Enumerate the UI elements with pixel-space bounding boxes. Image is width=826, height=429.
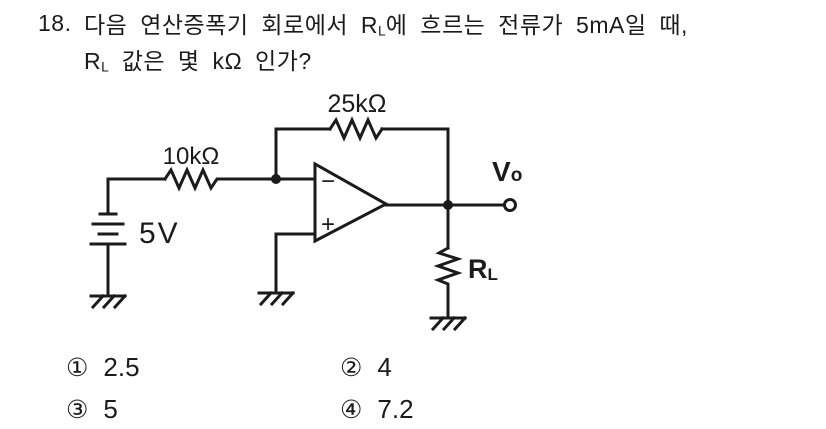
noninverting-input-sign: +: [321, 211, 335, 238]
opamp-triangle: [313, 161, 390, 244]
option-4: ④ 7.2: [340, 394, 414, 425]
option-1-marker: ①: [66, 354, 89, 382]
option-3-marker: ③: [66, 396, 89, 424]
load-resistor-symbol: [433, 245, 463, 288]
inverting-input-sign: −: [321, 168, 335, 195]
question-block: 18. 다음 연산증폭기 회로에서 RL에 흐르는 전류가 5mA일 때, RL…: [38, 10, 688, 83]
output-terminal: [503, 198, 517, 212]
source-voltage-label: 5V: [139, 217, 180, 250]
battery-symbol: [89, 212, 127, 246]
question-line-2: RL 값은 몇 kΩ 인가?: [84, 48, 312, 75]
option-4-label: 7.2: [377, 394, 414, 424]
option-2-marker: ②: [340, 354, 363, 382]
noninverting-ground-branch: [274, 232, 317, 295]
input-resistor-symbol: [162, 166, 222, 192]
output-branch: Vo: [384, 156, 522, 212]
option-4-marker: ④: [340, 396, 363, 424]
ground-symbol: [257, 290, 296, 307]
question-line-1: 다음 연산증폭기 회로에서 RL에 흐르는 전류가 5mA일 때,: [84, 12, 688, 39]
option-1-label: 2.5: [103, 352, 140, 382]
option-3: ③ 5: [66, 394, 118, 425]
question-text: 다음 연산증폭기 회로에서 RL에 흐르는 전류가 5mA일 때, RL 값은 …: [84, 10, 688, 83]
question-number: 18.: [38, 10, 72, 36]
input-branch: 10kΩ: [106, 143, 317, 192]
inverting-node-dot: [271, 174, 281, 184]
option-2-label: 4: [377, 352, 392, 382]
option-2: ② 4: [340, 352, 392, 383]
opamp: − +: [313, 161, 390, 244]
feedback-branch: 25kΩ: [274, 90, 450, 207]
ground-symbol: [89, 293, 128, 310]
input-resistor-label: 10kΩ: [163, 143, 220, 170]
feedback-resistor-label: 25kΩ: [328, 90, 387, 118]
opamp-circuit-diagram: 10kΩ 5V 25kΩ − +: [89, 90, 522, 332]
subscript-L: L: [378, 23, 386, 39]
subscript-L: L: [101, 59, 109, 75]
ground-symbol: [429, 315, 468, 332]
load-branch: RL: [433, 203, 498, 320]
option-3-label: 5: [103, 394, 118, 424]
feedback-resistor-symbol: [327, 116, 385, 142]
output-node-dot: [443, 200, 453, 210]
output-voltage-label: Vo: [492, 156, 522, 187]
option-1: ① 2.5: [66, 352, 140, 383]
load-resistor-label: RL: [468, 254, 498, 284]
voltage-source: 5V: [89, 177, 180, 298]
